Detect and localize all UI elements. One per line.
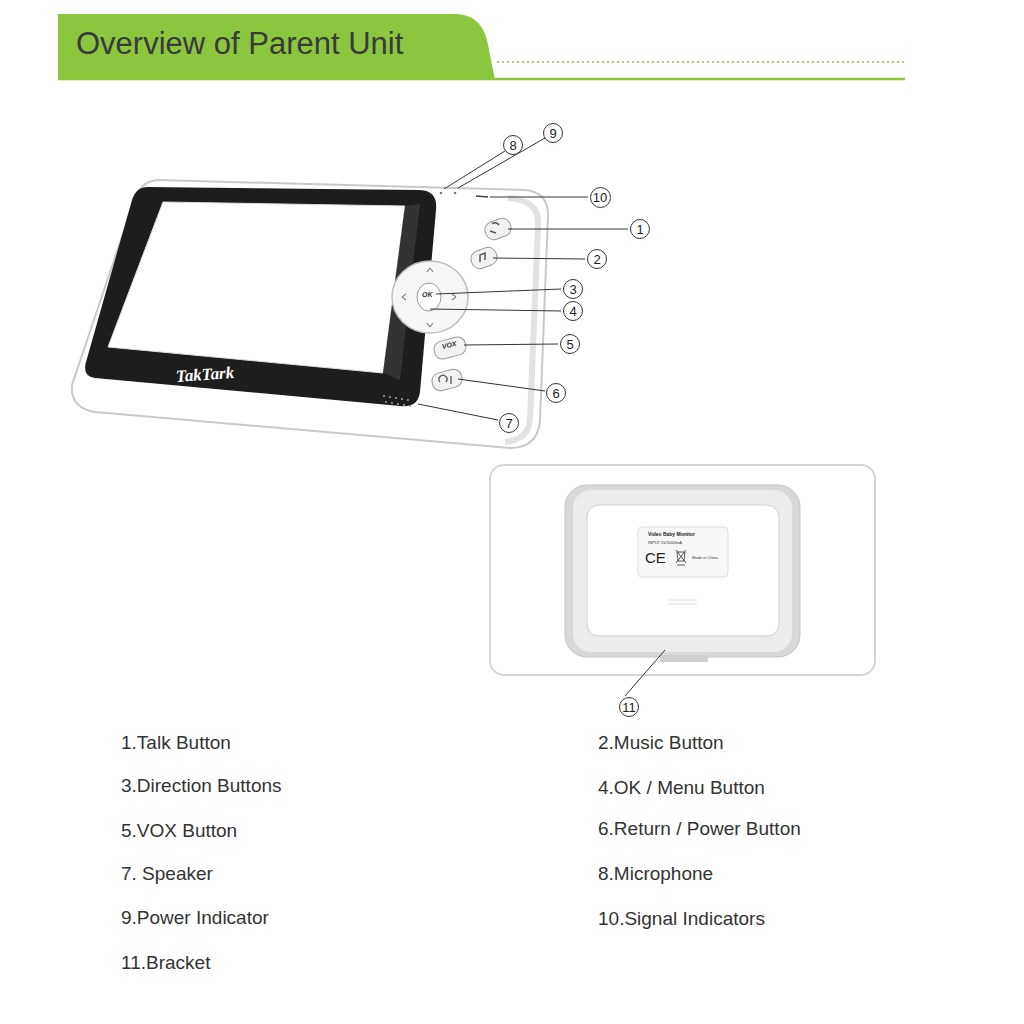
callout-text: 9 — [549, 126, 556, 141]
sticker-text: INPUT 5V/1000mA — [648, 541, 682, 545]
callout-number: 6 — [546, 383, 566, 403]
parent-unit-back — [490, 465, 875, 675]
dotted-rule — [497, 61, 905, 63]
button-text: OK — [422, 291, 433, 299]
callout-text: 5 — [566, 337, 573, 352]
page-title: Overview of Parent Unit — [76, 26, 403, 62]
banner-rule — [58, 78, 905, 81]
callout-number: 4 — [563, 301, 583, 321]
parent-unit-front — [72, 180, 548, 448]
part-name: 8.Microphone — [598, 864, 713, 885]
callout-number: 2 — [587, 249, 607, 269]
callout-text: 7 — [505, 416, 512, 431]
callout-text: 10 — [593, 190, 607, 205]
callout-number: 1 — [630, 219, 650, 239]
sticker-text: Made in China — [692, 556, 718, 560]
ce-mark: CE — [645, 550, 666, 567]
title-banner — [58, 14, 495, 80]
callout-text: 2 — [593, 252, 600, 267]
part-name: 5.VOX Button — [121, 821, 237, 842]
part-name: 7. Speaker — [121, 864, 213, 885]
callout-text: 6 — [552, 386, 559, 401]
part-name: 10.Signal Indicators — [598, 909, 765, 930]
callout-number: 9 — [543, 123, 563, 143]
part-name: 6.Return / Power Button — [598, 819, 801, 840]
callout-number: 7 — [499, 413, 519, 433]
callout-text: 1 — [636, 222, 643, 237]
part-name: 1.Talk Button — [121, 733, 231, 754]
part-name: 4.OK / Menu Button — [598, 778, 765, 799]
part-name: 11.Bracket — [121, 953, 210, 974]
callout-text: 3 — [569, 282, 576, 297]
callout-number: 10 — [590, 187, 611, 208]
callout-text: 4 — [569, 304, 576, 319]
callout-number: 8 — [503, 135, 523, 155]
sticker-text: Video Baby Monitor — [648, 532, 695, 538]
callout-number: 5 — [560, 334, 580, 354]
part-name: 3.Direction Buttons — [121, 776, 282, 797]
part-name: 9.Power Indicator — [121, 908, 269, 929]
callout-number: 3 — [563, 279, 583, 299]
callout-text: 11 — [622, 700, 636, 715]
leader-lines — [418, 138, 665, 696]
callout-number: 11 — [619, 697, 639, 717]
callout-text: 8 — [509, 138, 516, 153]
part-name: 2.Music Button — [598, 733, 724, 754]
